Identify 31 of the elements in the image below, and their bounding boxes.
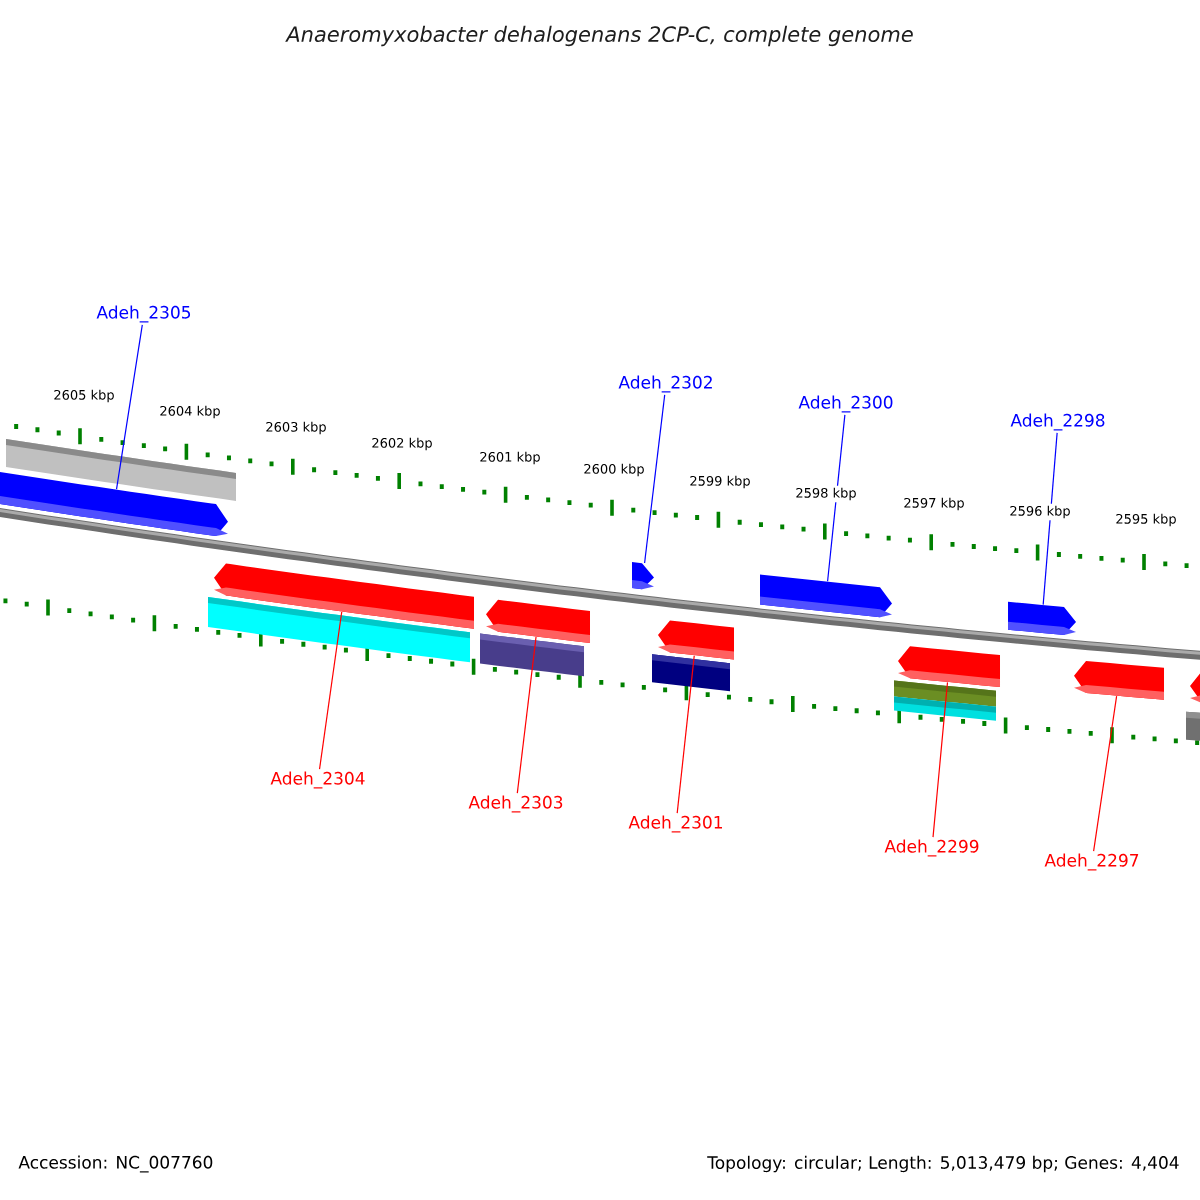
gene-label: Adeh_2298 [1010, 413, 1105, 431]
gene-label: Adeh_2303 [468, 795, 563, 813]
leader-line [115, 324, 143, 490]
gene-feature [1008, 601, 1076, 635]
gene-feature [658, 620, 734, 660]
leader-line [1042, 432, 1058, 606]
genome-info-text: Topology: circular; Length: 5,013,479 bp; Genes: 4,404 [707, 1155, 1179, 1173]
title: Anaeromyxobacter dehalogenans 2CP-C, complete genome [285, 25, 913, 47]
leader-line [932, 681, 949, 838]
gene-label: Adeh_2299 [884, 839, 979, 857]
leader-line [318, 611, 343, 770]
leader-line [516, 636, 537, 794]
gene-feature [898, 646, 1000, 687]
leader-line [644, 394, 666, 564]
accession-text: Accession: NC_007760 [18, 1155, 213, 1173]
gene-feature [0, 472, 228, 537]
leader-line [676, 655, 695, 814]
gene-feature [1074, 660, 1164, 700]
gene-label: Adeh_2304 [270, 771, 365, 789]
gene-feature [760, 574, 892, 618]
gene-label: Adeh_2300 [798, 395, 893, 413]
leader-line [827, 414, 846, 582]
gene-label: Adeh_2305 [96, 305, 191, 323]
leader-line [1093, 695, 1118, 852]
gene-feature [632, 562, 654, 590]
gene-label: Adeh_2301 [628, 815, 722, 833]
gene-feature [486, 599, 590, 643]
gene-feature [1190, 670, 1200, 705]
gene-label: Adeh_2297 [1044, 853, 1139, 871]
gene-feature [214, 563, 474, 629]
gene-label: Adeh_2302 [618, 375, 712, 393]
